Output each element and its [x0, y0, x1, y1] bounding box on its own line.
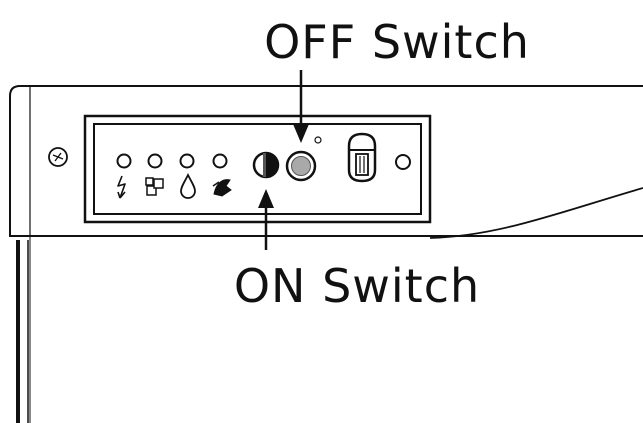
off-switch[interactable]: [285, 150, 317, 182]
water-drop-icon: [180, 172, 196, 199]
ice-cubes-icon: [145, 177, 164, 196]
thermostat-knob[interactable]: [347, 132, 377, 183]
pilot-light: [395, 154, 411, 170]
on-callout-arrow: [258, 189, 274, 250]
defrost-indicator-led: [212, 153, 228, 169]
indicator-leds: [116, 153, 228, 169]
status-dot: [314, 136, 322, 144]
off-callout-arrow: [293, 70, 309, 143]
power-indicator-led: [116, 153, 132, 169]
ice-indicator-led: [147, 153, 163, 169]
appliance-body: [9, 85, 643, 423]
screw-icon: [48, 147, 68, 167]
on-switch-label: ON Switch: [234, 259, 480, 313]
on-switch[interactable]: [252, 151, 280, 179]
water-indicator-led: [179, 153, 195, 169]
off-switch-label: OFF Switch: [264, 15, 530, 69]
lightning-icon: [117, 175, 126, 199]
defrost-icon: [212, 179, 232, 197]
door-edge-curve: [429, 187, 643, 239]
